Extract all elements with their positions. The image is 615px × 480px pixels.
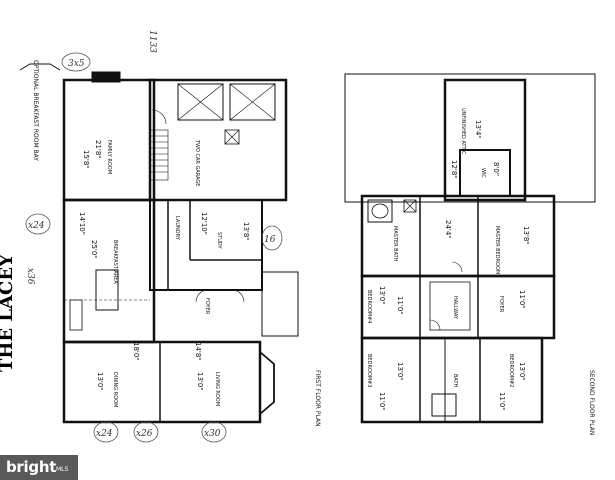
first-floor-caption: FIRST FLOOR PLAN <box>314 370 321 427</box>
first-floor-plan <box>19 63 299 424</box>
note-7: x26 <box>136 429 153 439</box>
handwritten-notes: 3x5 1133 x24 16 x36 x24 x26 x30 <box>25 30 283 443</box>
foyer-label: FOYER <box>204 298 210 315</box>
bed4-dim1: 13'0" <box>378 286 386 305</box>
bath-label: BATH <box>452 374 458 388</box>
second-floor-caption: SECOND FLOOR PLAN <box>588 370 595 435</box>
second-floor-plan <box>344 73 596 424</box>
bed4-label: BEDROOM#4 <box>366 290 372 323</box>
bed3-dim2: 11'0" <box>378 392 386 411</box>
attic-label: UNFINISHED ATTIC <box>460 108 466 155</box>
watermark-brand: bright <box>6 458 57 476</box>
note-8: x30 <box>204 429 221 439</box>
breakfast-dim2: 14'10" <box>78 212 86 235</box>
family-room-dim2: 15'8" <box>82 150 90 169</box>
bed2-dim2: 11'0" <box>498 392 506 411</box>
family-room-label: FAMILY ROOM <box>106 140 112 174</box>
optional-bay-caption: OPTIONAL BREAKFAST ROOM BAY <box>32 60 39 161</box>
breakfast-label: BREAKFAST AREA <box>112 240 118 284</box>
note-3: x24 <box>28 221 45 231</box>
note-4: 16 <box>264 235 276 245</box>
master-bed-dim1: 24'4" <box>444 220 452 239</box>
second-floor-labels: 13'4" UNFINISHED ATTIC 8'0" 12'8" WIC MA… <box>366 108 595 435</box>
first-floor-labels: 21'8" 15'8" FAMILY ROOM TWO CAR GARAGE 2… <box>0 60 321 427</box>
bed2-dim1: 13'0" <box>518 362 526 381</box>
bed2-label: BEDROOM#2 <box>508 354 514 387</box>
dining-dim1: 13'0" <box>96 372 104 391</box>
family-room-dim1: 21'8" <box>94 140 102 159</box>
wic-label: WIC <box>480 168 486 178</box>
foyer2-label: FOYER <box>498 296 504 313</box>
bed3-label: BEDROOM#3 <box>366 354 372 387</box>
note-5: x36 <box>25 268 35 285</box>
living-dim1: 13'0" <box>196 372 204 391</box>
dining-dim2: 18'0" <box>132 342 140 361</box>
hallway-label: HALLWAY <box>452 296 458 320</box>
laundry-label: LAUNDRY <box>174 216 180 241</box>
note-1: 3x5 <box>68 59 85 69</box>
bed4-dim2: 11'0" <box>396 296 404 315</box>
dining-label: DINING ROOM <box>112 372 118 407</box>
master-bed-dim2: 13'8" <box>522 226 530 245</box>
note-6: x24 <box>96 429 113 439</box>
watermark-badge <box>0 455 78 480</box>
note-2: 1133 <box>147 30 157 53</box>
wic-dim2: 12'8" <box>450 160 458 179</box>
study-dim2: 13'8" <box>242 222 250 241</box>
study-label: STUDY <box>216 232 222 249</box>
plan-title: THE LACEY <box>0 253 17 372</box>
bed3-dim1: 13'0" <box>396 362 404 381</box>
attic-dim: 13'4" <box>474 120 482 139</box>
garage-label: TWO CAR GARAGE <box>194 139 200 186</box>
living-dim2: 14'8" <box>194 342 202 361</box>
watermark-suffix: MLS <box>56 466 69 473</box>
master-bed-label: MASTER BEDROOM <box>494 226 500 274</box>
wic-dim1: 8'0" <box>492 162 500 176</box>
living-label: LIVING ROOM <box>214 372 220 406</box>
study-dim1: 12'10" <box>200 212 208 235</box>
master-bath-label: MASTER BATH <box>392 226 398 262</box>
breakfast-dim1: 25'0" <box>90 240 98 259</box>
foyer2-dim: 11'0" <box>518 290 526 309</box>
